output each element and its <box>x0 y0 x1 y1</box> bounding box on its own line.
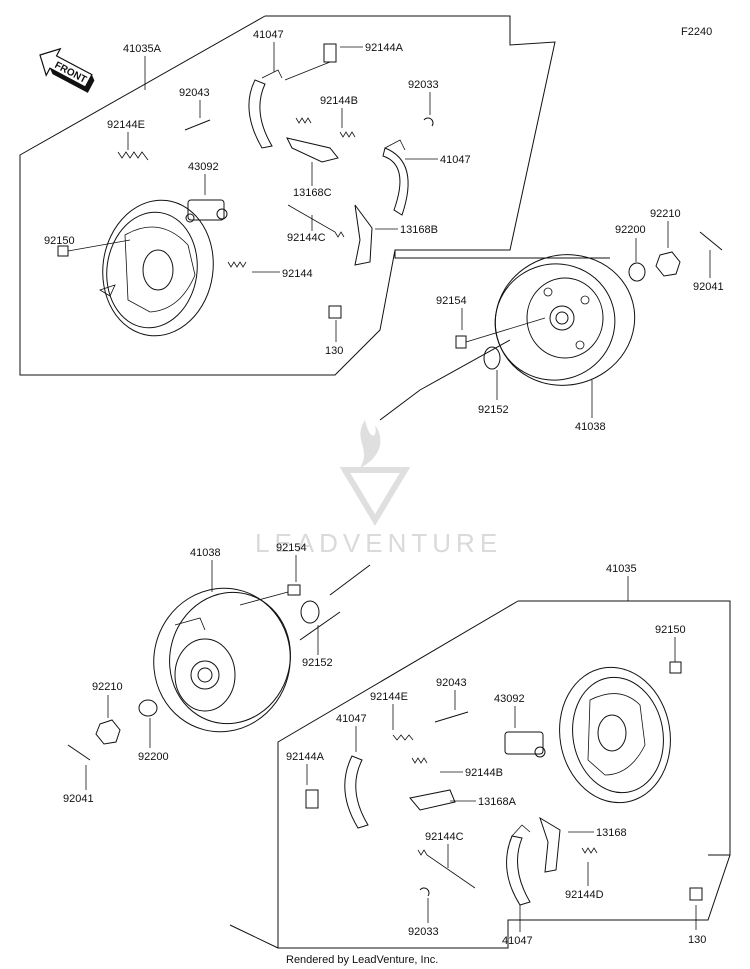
label-92154-bottom: 92154 <box>276 542 307 554</box>
watermark: LEADVENTURE <box>255 420 502 558</box>
label-92152-top: 92152 <box>478 404 509 416</box>
bottom-lever-13168 <box>539 816 561 873</box>
bottom-drum-bolt-92154 <box>239 584 301 606</box>
bottom-spring-92144E <box>392 734 414 741</box>
top-drum-group: 41038 92154 92152 92200 92210 92041 <box>436 208 724 433</box>
top-spring-92144 <box>227 261 247 268</box>
top-brake-shoe-upper <box>248 79 273 149</box>
bottom-brake-shoe-lower <box>506 835 531 906</box>
label-92150-top: 92150 <box>44 235 75 247</box>
label-41047-bottom-upper: 41047 <box>336 713 367 725</box>
bottom-lever-13168A <box>409 789 456 811</box>
label-92144A-bottom: 92144A <box>286 751 325 763</box>
top-assembly: 41035A 92150 92144E 92043 43092 <box>19 15 610 421</box>
label-92152-bottom: 92152 <box>302 657 333 669</box>
top-backing-plate <box>99 199 214 337</box>
bottom-spring-92144C <box>417 849 476 889</box>
label-41038-bottom: 41038 <box>190 547 221 559</box>
label-92043-top: 92043 <box>179 87 210 99</box>
bottom-assembly: 41035 92150 92043 92144E 43092 41047 921… <box>229 563 731 949</box>
top-spring-92144B <box>295 117 312 124</box>
top-spring-92144C <box>287 204 345 238</box>
bottom-spring-92144B <box>411 757 428 764</box>
front-arrow-icon: FRONT <box>39 47 95 93</box>
bottom-seal-92152 <box>300 600 320 624</box>
label-41047-bottom-lower: 41047 <box>502 935 533 947</box>
label-43092-bottom: 43092 <box>494 693 525 705</box>
label-92210-top: 92210 <box>650 208 681 220</box>
top-wheel-cylinder <box>185 199 228 223</box>
bottom-drum-group: 41038 92154 92152 92210 92200 92041 <box>63 542 371 805</box>
label-92200-top: 92200 <box>615 224 646 236</box>
footer-credit: Rendered by LeadVenture, Inc. <box>286 954 438 966</box>
top-lever-13168C <box>286 137 339 163</box>
top-cotter-pin-92041 <box>699 231 723 251</box>
label-92043-bottom: 92043 <box>436 677 467 689</box>
bottom-clip-92144A <box>305 789 319 809</box>
top-circlip-92033 <box>423 117 434 127</box>
label-92210-bottom: 92210 <box>92 681 123 693</box>
bottom-backing-plate <box>559 666 671 804</box>
bottom-bolt-130 <box>689 887 703 901</box>
top-spring-92144E <box>117 151 149 161</box>
top-washer-92200 <box>628 262 646 282</box>
label-92200-bottom: 92200 <box>138 751 169 763</box>
top-nut-92210 <box>655 251 681 277</box>
bottom-cotter-pin-92041 <box>67 744 91 761</box>
top-clip-92144A <box>323 43 337 63</box>
top-seal-92152 <box>483 346 501 370</box>
bottom-wheel-cylinder <box>504 731 546 758</box>
label-41035A: 41035A <box>123 43 162 55</box>
label-92144E-top: 92144E <box>107 119 145 131</box>
label-92033-top: 92033 <box>408 79 439 91</box>
label-92144D-bottom: 92144D <box>565 889 604 901</box>
label-92144C-top: 92144C <box>287 232 326 244</box>
top-brake-drum <box>494 254 636 386</box>
label-92144E-bottom: 92144E <box>370 691 408 703</box>
label-92144B-top: 92144B <box>320 95 358 107</box>
label-130-bottom: 130 <box>688 934 706 946</box>
label-92154-top: 92154 <box>436 295 467 307</box>
label-41047-top-right: 41047 <box>440 154 471 166</box>
label-92144-top: 92144 <box>282 268 313 280</box>
top-pin-92043 <box>184 119 211 131</box>
watermark-text: LEADVENTURE <box>255 528 502 558</box>
top-bolt-92150 <box>57 239 131 257</box>
label-92150-bottom: 92150 <box>655 624 686 636</box>
label-41035: 41035 <box>606 563 637 575</box>
bottom-spring-92144D <box>581 847 598 854</box>
bottom-bolt-92150 <box>669 661 682 674</box>
top-bolt-130 <box>328 305 342 319</box>
top-group-frame <box>19 15 556 376</box>
label-43092-top: 43092 <box>188 161 219 173</box>
figure-code: F2240 <box>681 26 712 38</box>
label-13168A-bottom: 13168A <box>478 796 517 808</box>
label-41047-top-upper: 41047 <box>253 29 284 41</box>
top-drum-bolt-92154 <box>455 317 546 349</box>
bottom-nut-92210 <box>95 719 121 745</box>
label-41038-top: 41038 <box>575 421 606 433</box>
label-13168-bottom: 13168 <box>596 827 627 839</box>
label-13168C-top: 13168C <box>293 187 332 199</box>
label-92144A-top: 92144A <box>365 42 404 54</box>
label-92144C-bottom: 92144C <box>425 831 464 843</box>
label-92144B-bottom: 92144B <box>465 767 503 779</box>
label-92041-bottom: 92041 <box>63 793 94 805</box>
bottom-brake-shoe-upper <box>344 755 369 829</box>
label-92033-bottom: 92033 <box>408 926 439 938</box>
bottom-pin-92043 <box>434 711 469 723</box>
label-130-top: 130 <box>325 345 343 357</box>
bottom-washer-92200 <box>138 699 158 717</box>
top-lever-13168B <box>354 204 373 266</box>
label-92041-top: 92041 <box>693 281 724 293</box>
bottom-group-frame <box>277 600 731 949</box>
top-brake-shoe-right <box>382 147 409 216</box>
bottom-circlip-92033 <box>419 887 430 897</box>
label-13168B-top: 13168B <box>400 224 438 236</box>
bottom-brake-drum <box>153 587 291 733</box>
